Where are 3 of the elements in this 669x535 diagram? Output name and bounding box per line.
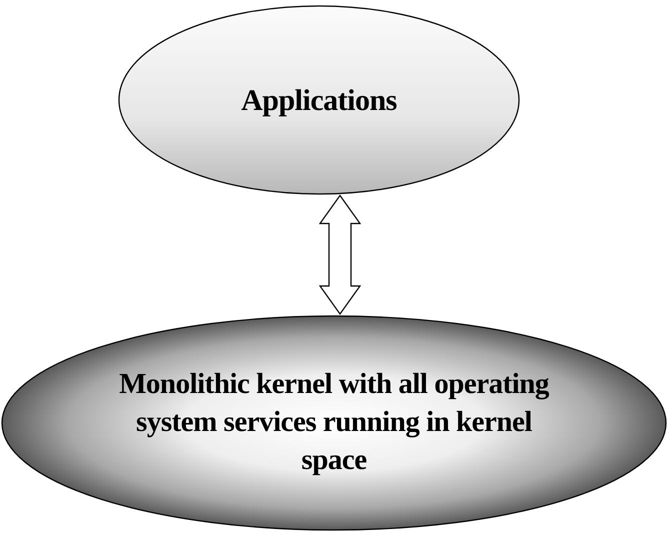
node-label: Applications [241, 82, 397, 118]
double-arrow [318, 194, 362, 316]
node-label: Monolithic kernel with all operating system services running in kernel space [118, 367, 550, 478]
